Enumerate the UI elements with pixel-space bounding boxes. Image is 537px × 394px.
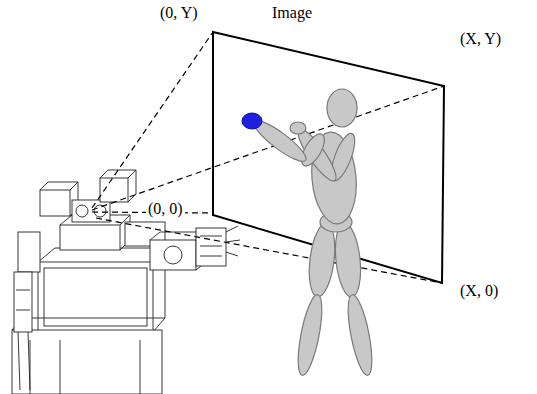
corner-label: (X, 0) bbox=[458, 282, 500, 300]
plane-title: Image bbox=[270, 4, 314, 22]
human-figure bbox=[250, 89, 377, 377]
ball bbox=[242, 113, 262, 129]
corner-label: (X, Y) bbox=[458, 30, 503, 48]
projection-ray bbox=[92, 86, 444, 210]
robot-wireframe bbox=[12, 170, 240, 394]
corner-label: (0, Y) bbox=[158, 4, 200, 22]
corner-label: (0, 0) bbox=[146, 200, 185, 218]
